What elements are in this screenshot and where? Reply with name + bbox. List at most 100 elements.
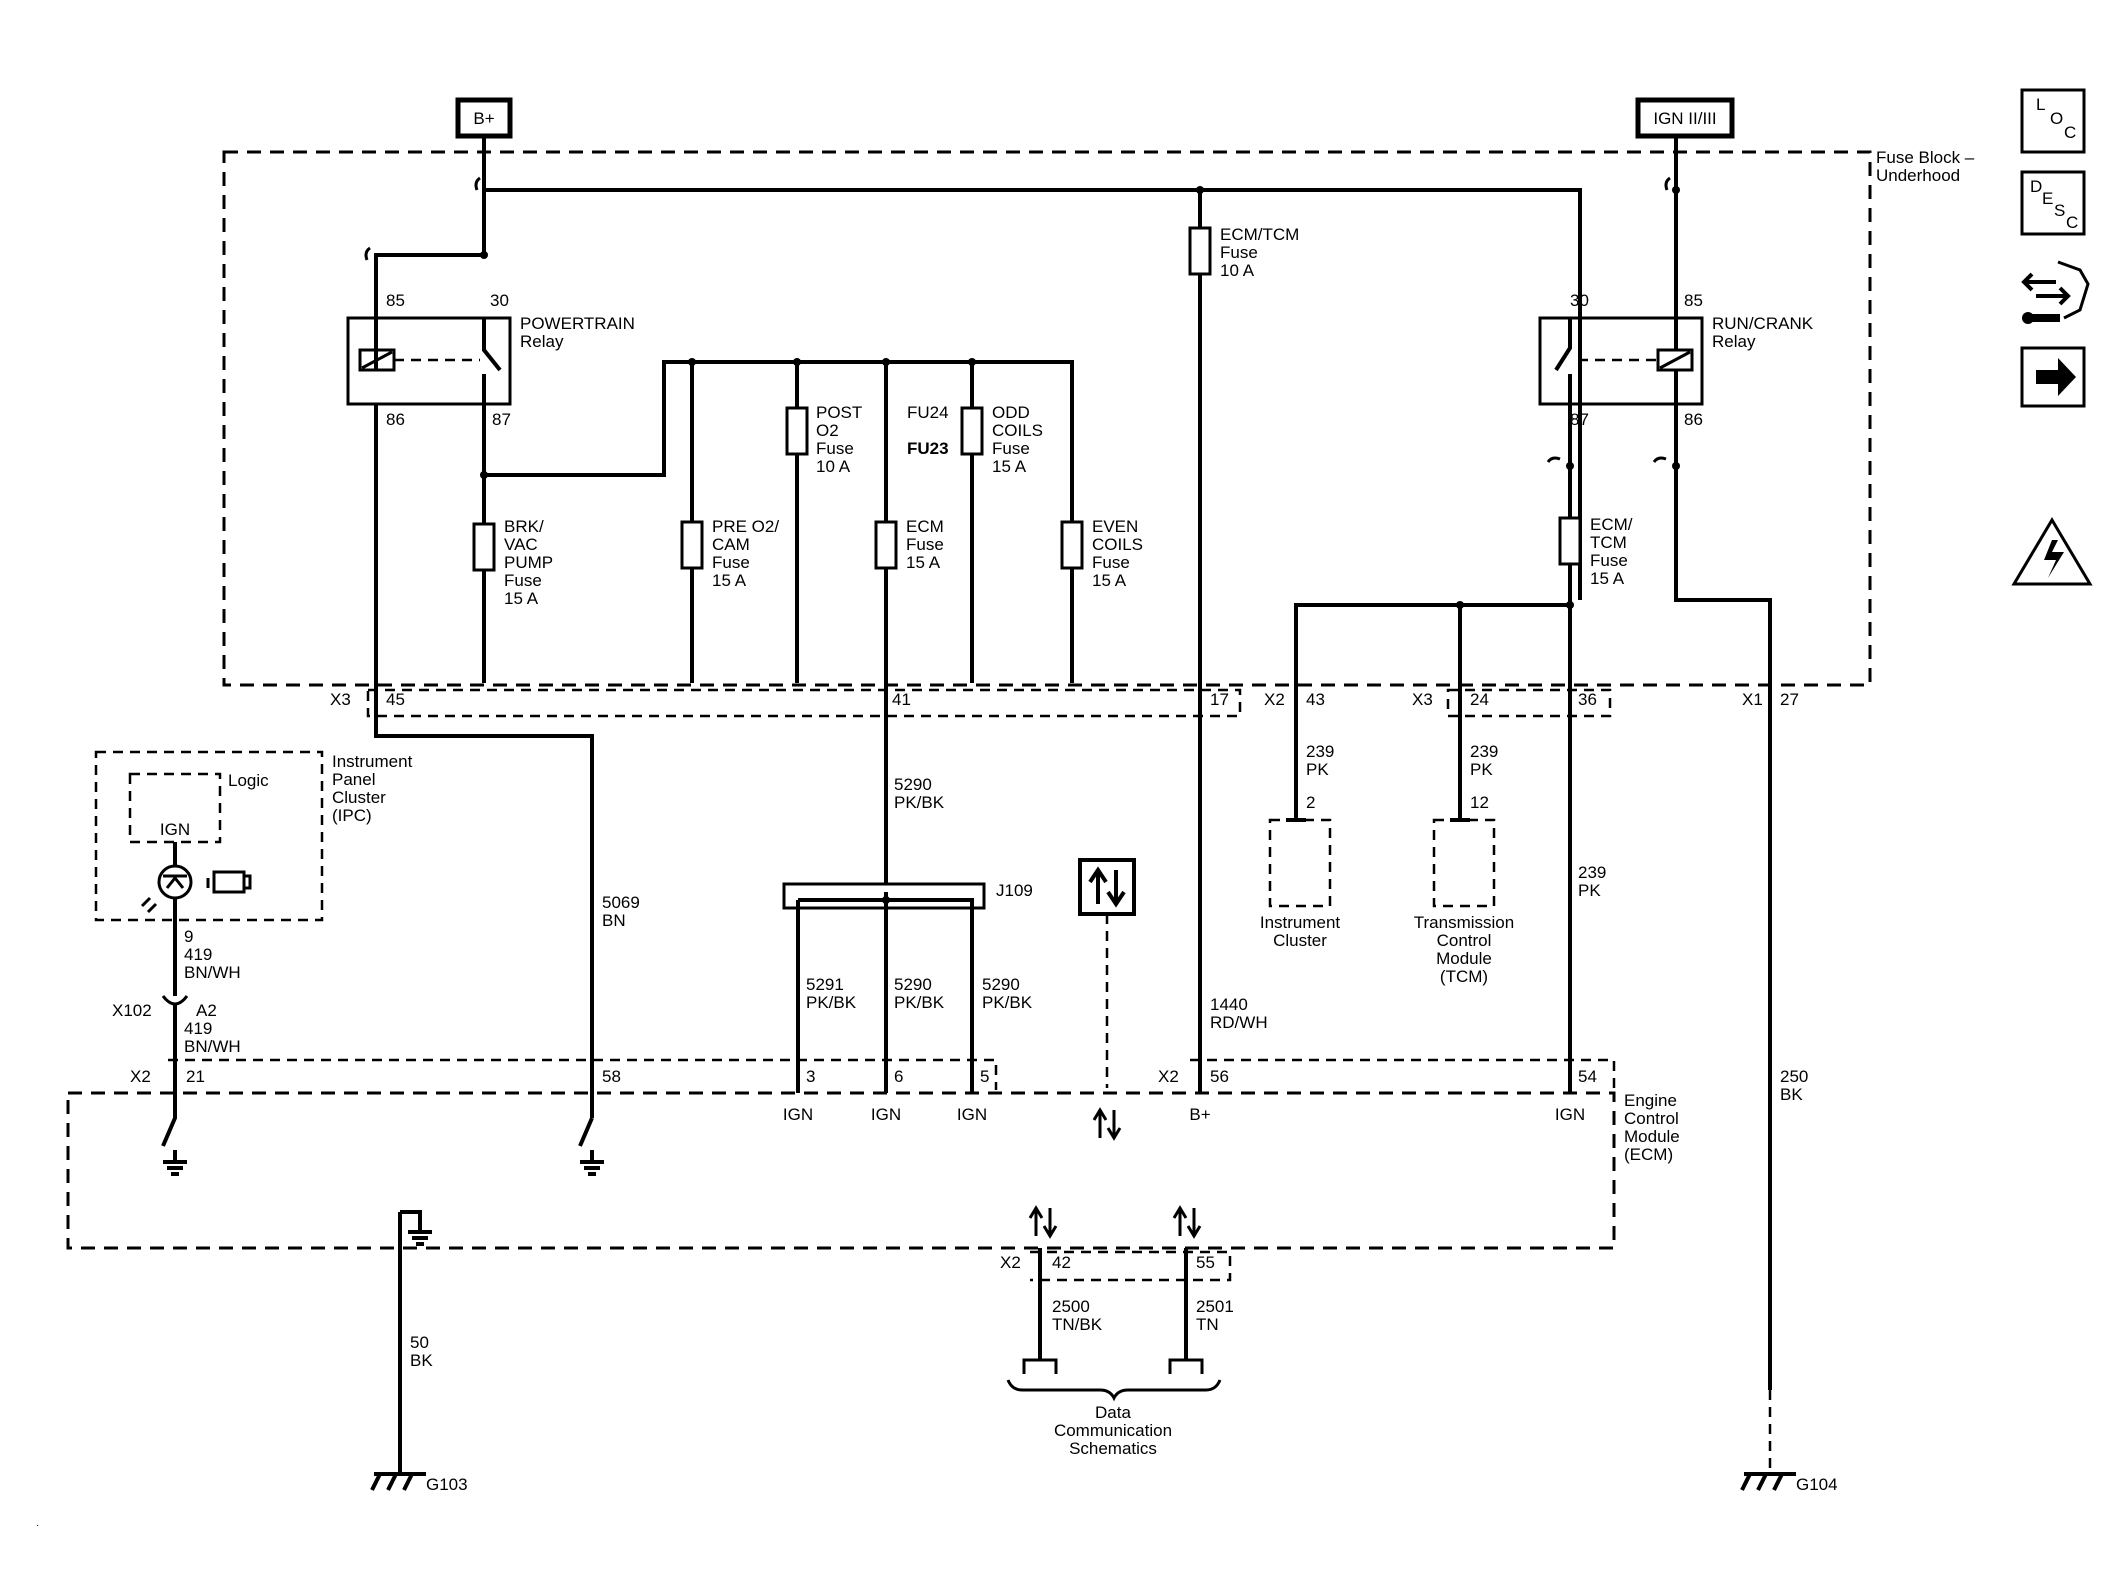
fuse-odd-l2: COILS (992, 421, 1043, 440)
loc-c: C (2064, 123, 2076, 142)
ipc-logic: Logic (228, 771, 269, 790)
desc-e: E (2042, 189, 2053, 208)
fuse-brk-vac-l3: PUMP (504, 553, 553, 572)
ecm-p6: 6 (894, 1067, 903, 1086)
runcrank-relay: 30 85 87 86 RUN/CRANK Relay (1538, 136, 1814, 600)
fuse-fu23-label: FU23 (907, 439, 949, 458)
bplus-label: B+ (473, 109, 494, 128)
ipc-name-1: Instrument (332, 752, 413, 771)
fb-p41: 41 (892, 690, 911, 709)
fuse-post-o2-l2: O2 (816, 421, 839, 440)
ground-g104: G104 (1740, 1390, 1838, 1494)
splice-j109: J109 5291 PK/BK 5290 PK/BK 5290 PK/BK (782, 881, 1033, 1093)
tcm-name-3: Module (1436, 949, 1492, 968)
ic-name-2: Cluster (1273, 931, 1327, 950)
desc-icon[interactable]: D E S C (2020, 170, 2086, 236)
ecm-p3: 3 (806, 1067, 815, 1086)
ipc-ign: IGN (160, 820, 190, 839)
rc-relay-name-2: Relay (1712, 332, 1756, 351)
w2501-color: TN (1196, 1315, 1219, 1334)
ipc-name-3: Cluster (332, 788, 386, 807)
w50-color: BK (410, 1351, 433, 1370)
next-arrow-icon[interactable] (2020, 346, 2086, 408)
fuse-ecm-tcm-top: ECM/TCM Fuse 10 A (1188, 186, 1299, 1093)
wire-5069 (374, 472, 594, 1118)
connector-repair-icon[interactable] (2021, 260, 2090, 324)
fuse-block-connectors: X3 45 41 17 X2 43 X3 24 36 X1 27 (330, 688, 1799, 718)
tcm-name-1: Transmission (1414, 913, 1514, 932)
ecm-x2b: X2 (1158, 1067, 1179, 1086)
ecm-p58: 58 (602, 1067, 621, 1086)
w5290b-color: PK/BK (894, 993, 945, 1012)
data-comm-arrow-box[interactable] (1078, 858, 1136, 1088)
fb-x1: X1 (1742, 690, 1763, 709)
bplus-source: B+ (455, 97, 513, 139)
fuse-ecmtcm-top-l3: 10 A (1220, 261, 1255, 280)
ecm-name-4: (ECM) (1624, 1145, 1673, 1164)
ipc-wire2-color: BN/WH (184, 1037, 241, 1056)
w2500-color: TN/BK (1052, 1315, 1103, 1334)
g104-label: G104 (1796, 1475, 1838, 1494)
fuse-ecm-l1: ECM (906, 517, 944, 536)
desc-d: D (2030, 177, 2042, 196)
fuse-pre-o2-l4: 15 A (712, 571, 747, 590)
electrical-warning-icon[interactable] (2011, 517, 2093, 586)
ecm-x2c: X2 (1000, 1253, 1021, 1272)
rc-relay-87: 87 (1570, 410, 1589, 429)
loc-icon[interactable]: L O C (2020, 88, 2086, 154)
ipc-name-2: Panel (332, 770, 375, 789)
ipc-x102: X102 (112, 1001, 152, 1020)
w5069-color: BN (602, 911, 626, 930)
fuse-fu24-label: FU24 (907, 403, 949, 422)
fuse-odd-l4: 15 A (992, 457, 1027, 476)
fuse-brk-vac-l1: BRK/ (504, 517, 544, 536)
fb-p43: 43 (1306, 690, 1325, 709)
w5290-num: 5290 (894, 775, 932, 794)
ipc-wire-num: 419 (184, 945, 212, 964)
w2501-num: 2501 (1196, 1297, 1234, 1316)
ipc-wire-color: BN/WH (184, 963, 241, 982)
w239c-color: PK (1578, 881, 1601, 900)
powertrain-relay: 85 30 86 87 POWERTRAIN Relay (346, 291, 635, 472)
w239b-color: PK (1470, 760, 1493, 779)
ecm-p21: 21 (186, 1067, 205, 1086)
fuse-post-o2: POST O2 Fuse 10 A (785, 403, 862, 476)
w239a-color: PK (1306, 760, 1329, 779)
fuse-block-label-1: Fuse Block – (1876, 148, 1975, 167)
w239c-num: 239 (1578, 863, 1606, 882)
w50-num: 50 (410, 1333, 429, 1352)
fuse-even-l1: EVEN (1092, 517, 1138, 536)
tcm-name-2: Control (1437, 931, 1492, 950)
ecm-ign2: IGN (871, 1105, 901, 1124)
fb-p27: 27 (1780, 690, 1799, 709)
instrument-cluster-module: 2 Instrument Cluster (1260, 716, 1341, 950)
fuse-odd-l3: Fuse (992, 439, 1030, 458)
fuse-brk-vac-l2: VAC (504, 535, 538, 554)
fuse-odd-coils: FU24 FU23 ODD COILS Fuse 15 A (907, 403, 1043, 476)
ic-pin: 2 (1306, 793, 1315, 812)
fb-p24: 24 (1470, 690, 1489, 709)
ecm-ign1: IGN (783, 1105, 813, 1124)
w5069-num: 5069 (602, 893, 640, 912)
fuse-post-o2-l3: Fuse (816, 439, 854, 458)
fuse-ecm-l3: 15 A (906, 553, 941, 572)
rc-relay-86: 86 (1684, 410, 1703, 429)
fb-x3b: X3 (1412, 690, 1433, 709)
ecm-name-1: Engine (1624, 1091, 1677, 1110)
fb-p36: 36 (1578, 690, 1597, 709)
tcm-module: 12 Transmission Control Module (TCM) (1414, 716, 1514, 986)
fuse-odd-l1: ODD (992, 403, 1030, 422)
ign-label: IGN II/III (1653, 109, 1716, 128)
ecm-p5: 5 (980, 1067, 989, 1086)
ic-name-1: Instrument (1260, 913, 1341, 932)
ipc-name-4: (IPC) (332, 806, 372, 825)
ecm-name-2: Control (1624, 1109, 1679, 1128)
w2500-num: 2500 (1052, 1297, 1090, 1316)
g103-label: G103 (426, 1475, 468, 1494)
pt-relay-30: 30 (490, 291, 509, 310)
runcrank-outputs: ECM/ TCM Fuse 15 A (1294, 404, 1772, 1390)
w239b-num: 239 (1470, 742, 1498, 761)
data-comm-2: Communication (1054, 1421, 1172, 1440)
ecm-ign4: IGN (1555, 1105, 1585, 1124)
w5291-color: PK/BK (806, 993, 857, 1012)
